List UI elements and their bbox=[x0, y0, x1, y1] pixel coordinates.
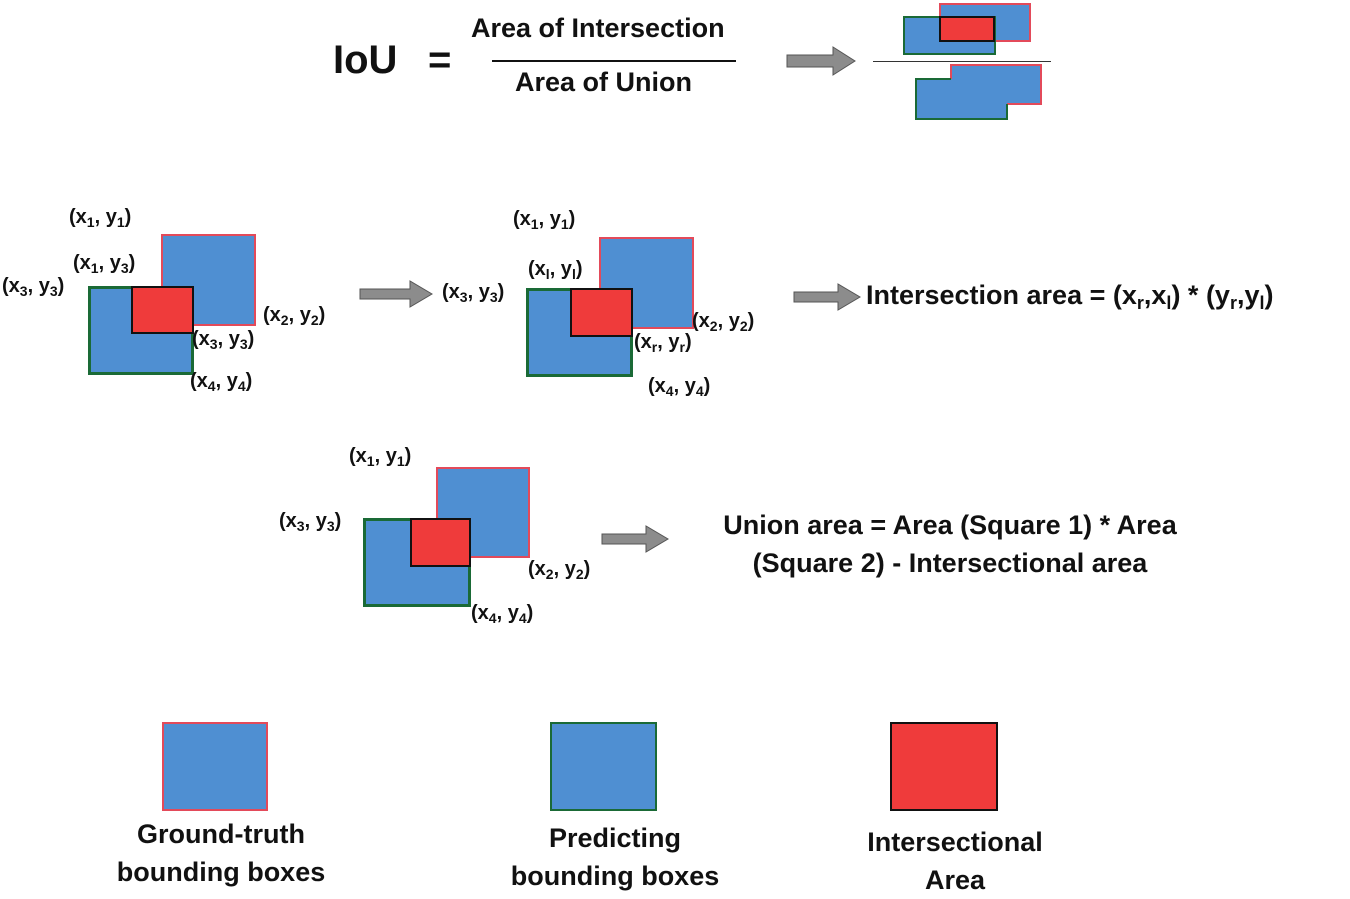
fraction-bar bbox=[492, 60, 736, 62]
coord-x4y4: (x4, y4) bbox=[190, 370, 253, 394]
intersection-mini bbox=[939, 16, 995, 42]
coord-x1y1: (x1, y1) bbox=[69, 206, 132, 230]
legend-intersection-label: Intersectional Area bbox=[867, 827, 1043, 895]
numerator-text: Area of Intersection bbox=[471, 13, 725, 43]
coord-x3y3-right: (x3, y3) bbox=[192, 328, 255, 352]
coord-x4y4: (x4, y4) bbox=[471, 602, 534, 626]
arrow-right-icon bbox=[793, 283, 861, 311]
coord-x4y4: (x4, y4) bbox=[648, 375, 711, 399]
denominator-text: Area of Union bbox=[515, 67, 693, 97]
arrow-right-icon bbox=[601, 525, 669, 553]
intersection-step1 bbox=[131, 286, 194, 334]
arrow-right-icon bbox=[786, 46, 856, 76]
legend-intersection-swatch bbox=[890, 722, 998, 811]
intersection-area-formula: Intersection area = (xr,xl) * (yr,yl) bbox=[866, 280, 1274, 313]
coord-x2y2: (x2, y2) bbox=[263, 304, 326, 328]
coord-x2y2: (x2, y2) bbox=[528, 558, 591, 582]
legend-ground-truth-label: Ground-truth bounding boxes bbox=[116, 819, 326, 887]
gt-box-step1 bbox=[161, 234, 256, 326]
intersection-step3 bbox=[410, 518, 471, 567]
intersection-step2 bbox=[570, 288, 633, 337]
union-shape-mini bbox=[915, 64, 1042, 120]
coord-x1y3: (x1, y3) bbox=[73, 252, 136, 276]
equals-sign: = bbox=[428, 38, 452, 82]
arrow-right-icon bbox=[359, 280, 433, 308]
coord-x3y3-left: (x3, y3) bbox=[2, 275, 65, 299]
coord-x3y3: (x3, y3) bbox=[442, 281, 505, 305]
coord-x2y2: (x2, y2) bbox=[692, 310, 755, 334]
coord-xlyl: (xl, yl) bbox=[528, 258, 583, 282]
coord-x1y1: (x1, y1) bbox=[349, 445, 412, 469]
legend-predicting-label: Predicting bounding boxes bbox=[510, 823, 720, 891]
coord-xryr: (xr, yr) bbox=[634, 331, 692, 355]
union-area-formula: Union area = Area (Square 1) * Area (Squ… bbox=[680, 506, 1220, 582]
coord-x1y1: (x1, y1) bbox=[513, 208, 576, 232]
union-formula-line2: (Square 2) - Intersectional area bbox=[752, 548, 1148, 578]
legend-predicting-swatch bbox=[550, 722, 657, 811]
mini-fraction-bar bbox=[873, 61, 1051, 62]
legend-ground-truth-swatch bbox=[162, 722, 268, 811]
coord-x3y3: (x3, y3) bbox=[279, 510, 342, 534]
union-formula-line1: Union area = Area (Square 1) * Area bbox=[723, 510, 1177, 540]
iou-label: IoU bbox=[333, 38, 398, 82]
